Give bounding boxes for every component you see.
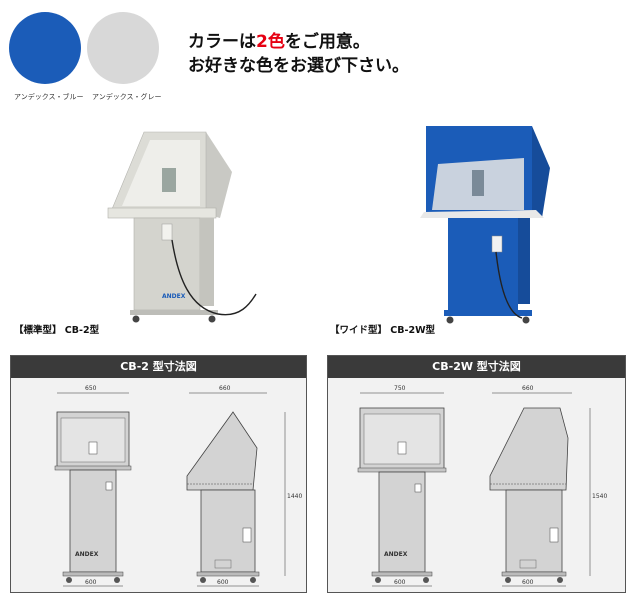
cb2-panel-body: 650 ANDEX 600 660 [11,378,306,592]
headline-line-1: カラーは2色をご用意。 [188,30,409,54]
wide-model-photo [420,126,550,324]
grey-swatch-label: アンデックス・グレー [92,93,162,101]
cb2w-front-top-width: 750 [394,385,406,392]
brand-label: ANDEX [162,293,186,300]
headline: カラーは2色をご用意。 お好きな色をお選び下さい。 [188,30,409,78]
caster [132,315,140,323]
cb2w-front-base-width: 600 [394,579,406,586]
cb2w-height: 1540 [592,493,607,500]
cb2-front-brand: ANDEX [75,551,99,558]
cb2-dimension-drawing: 650 ANDEX 600 660 [54,385,302,587]
headline-accent: 2色 [256,32,285,52]
cb2-side-view: 660 600 1440 [186,385,302,587]
stand-body [448,218,518,310]
inner-lamp [472,170,484,196]
standard-model-photo: ANDEX [107,131,257,323]
hood-side [532,126,550,218]
caster [208,315,216,323]
cb2-height: 1440 [287,493,302,500]
hood-interior [122,140,200,206]
cb2-side-top-depth: 660 [219,385,231,392]
cb2w-dimension-drawing: 750 ANDEX 600 660 [357,385,607,587]
headline-text: をご用意。 [284,32,370,52]
caster [522,316,530,324]
blue-color-swatch [9,12,81,84]
hood-side [206,132,232,218]
stand-side [518,218,530,304]
cb2w-front-brand: ANDEX [384,551,408,558]
cb2w-side-view: 660 600 1540 [489,385,607,587]
base-plate [444,310,532,316]
cb2-front-view: 650 ANDEX 600 [54,385,132,587]
caster [446,316,454,324]
control-box [161,223,173,241]
wide-model-caption: 【ワイド型】 CB-2W型 [330,325,436,336]
blue-swatch-label: アンデックス・ブルー [14,93,84,101]
cb2-front-top-width: 650 [85,385,97,392]
standard-model-caption: 【標準型】 CB-2型 [14,325,100,336]
headline-line-2: お好きな色をお選び下さい。 [188,56,409,76]
cb2-side-base-depth: 600 [217,579,229,586]
cb2w-side-top-depth: 660 [522,385,534,392]
work-top [420,210,544,218]
stand-side [200,218,214,306]
cb2w-panel-title: CB-2W 型寸法図 [328,356,625,378]
grey-color-swatch [87,12,159,84]
cb2-panel-title: CB-2 型寸法図 [11,356,306,378]
cb2-dimension-panel: CB-2 型寸法図 650 ANDEX 600 [10,355,307,593]
power-cord [171,239,257,316]
cb2w-side-base-depth: 600 [522,579,534,586]
work-top [107,207,217,219]
control-box [491,235,503,253]
base-plate [130,310,218,315]
inner-lamp [162,168,176,192]
cb2w-panel-body: 750 ANDEX 600 660 [328,378,625,592]
power-cord [495,251,523,319]
headline-text: カラーは [188,32,256,52]
cb2w-front-view: 750 ANDEX 600 [357,385,447,587]
cb2w-dimension-panel: CB-2W 型寸法図 750 ANDEX 600 660 [327,355,626,593]
cb2-front-base-width: 600 [85,579,97,586]
